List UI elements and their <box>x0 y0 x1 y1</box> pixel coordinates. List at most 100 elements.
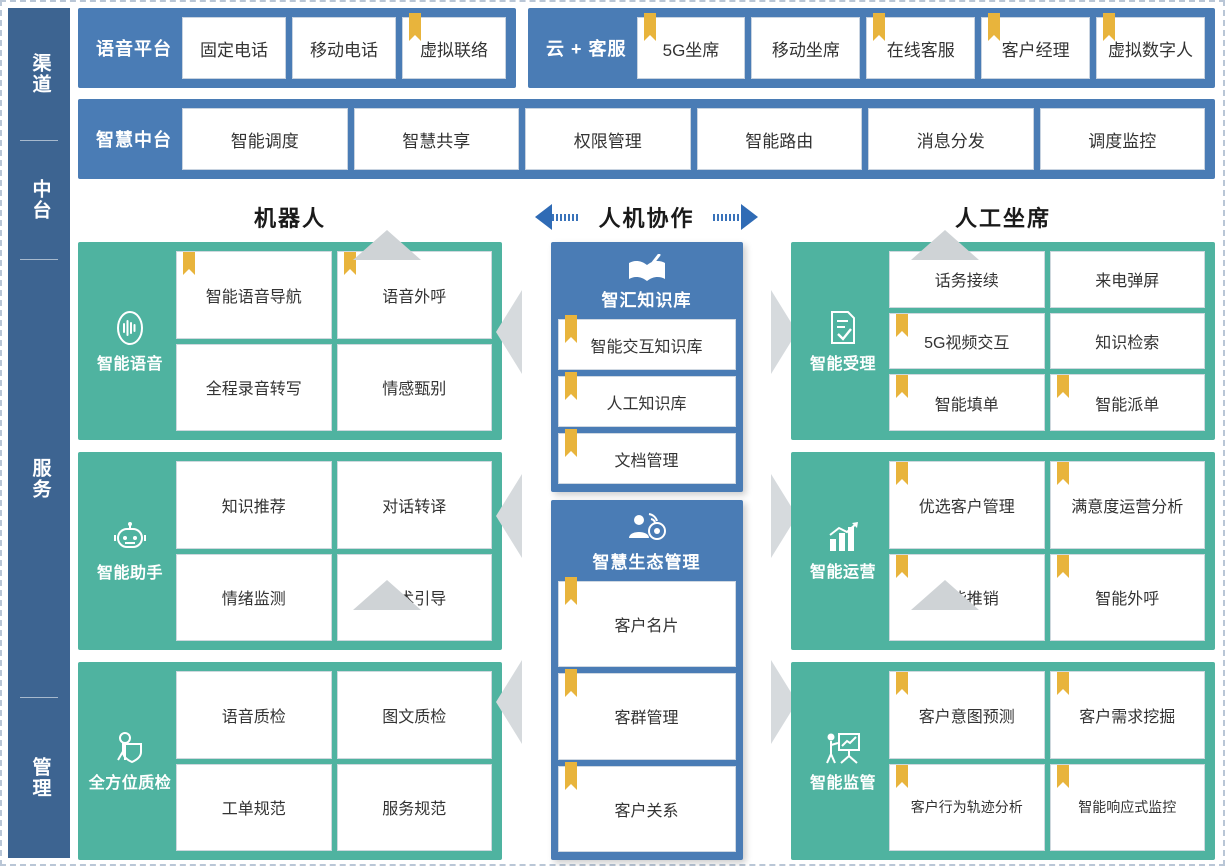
panel-intelligent-acceptance: 智能受理 话务接续 来电弹屏 5G视频交互 知识检索 <box>791 242 1215 440</box>
panel-title: 智能助手 <box>96 564 163 582</box>
cell-virtual-human[interactable]: 虚拟数字人 <box>1096 13 1205 79</box>
open-book-icon <box>626 254 668 284</box>
panel-intelligent-voice: 智能语音 智能语音导航 语音外呼 全程录音转写 情感甄别 <box>78 242 502 440</box>
bookmark-icon <box>564 315 577 343</box>
cell-5g-seat[interactable]: 5G坐席 <box>636 13 746 79</box>
bookmark-icon <box>343 251 356 275</box>
cell-mobile-phone[interactable]: 移动电话 <box>292 17 396 79</box>
tile-service-standard[interactable]: 服务规范 <box>336 763 492 851</box>
cell-message-distribution[interactable]: 消息分发 <box>868 108 1034 170</box>
item-customer-relationship[interactable]: 客户关系 <box>557 761 736 852</box>
cell-virtual-contact[interactable]: 虚拟联络 <box>402 13 506 79</box>
item-customer-group-management[interactable]: 客群管理 <box>557 669 736 760</box>
tile-satisfaction-operation-analysis[interactable]: 满意度运营分析 <box>1049 461 1205 549</box>
tile-label: 客户需求挖掘 <box>1079 708 1176 726</box>
bookmark-icon <box>564 669 577 698</box>
item-interactive-knowledge-base[interactable]: 智能交互知识库 <box>557 315 736 370</box>
tile-label: 服务规范 <box>382 801 447 819</box>
cell-dispatch-monitoring[interactable]: 调度监控 <box>1039 108 1205 170</box>
sidebar-item-management[interactable]: 管理 <box>8 698 70 858</box>
panel-header: 智能受理 <box>797 309 889 374</box>
cell-smart-routing[interactable]: 智能路由 <box>696 108 862 170</box>
tile-knowledge-retrieval[interactable]: 知识检索 <box>1049 312 1205 370</box>
tile-emotion-monitoring[interactable]: 情绪监测 <box>176 553 332 641</box>
arrow-up-icon <box>911 580 979 610</box>
tile-incoming-call-popup[interactable]: 来电弹屏 <box>1049 251 1205 308</box>
tile-customer-intent-prediction[interactable]: 客户意图预测 <box>889 671 1045 759</box>
tile-smart-dispatch-order[interactable]: 智能派单 <box>1049 374 1205 431</box>
cell-label: 虚拟数字人 <box>1108 40 1194 60</box>
tile-full-recording-transcription[interactable]: 全程录音转写 <box>176 343 332 431</box>
panel-full-quality-inspection: 全方位质检 语音质检 图文质检 工单规范 服务规范 <box>78 662 502 860</box>
bookmark-icon <box>1056 764 1069 788</box>
chevron-left-icon <box>496 474 522 558</box>
column-headers: 机器人 人机协作 人工坐席 <box>78 192 1215 242</box>
channel-row: 语音平台 固定电话 移动电话 虚拟联络 云 + 客服 <box>78 8 1215 88</box>
sidebar-item-midplatform[interactable]: 中台 <box>8 141 70 259</box>
tile-label: 智能填单 <box>934 396 999 414</box>
tile-label: 优选客户管理 <box>918 498 1015 516</box>
panel-tiles: 智能语音导航 语音外呼 全程录音转写 情感甄别 <box>176 251 492 431</box>
cell-intelligent-dispatch[interactable]: 智能调度 <box>182 108 348 170</box>
tile-text-image-quality-inspection[interactable]: 图文质检 <box>336 671 492 759</box>
bookmark-icon <box>1056 461 1069 485</box>
tile-label: 语音质检 <box>221 708 286 726</box>
cell-online-service[interactable]: 在线客服 <box>866 13 976 79</box>
tile-customer-demand-mining[interactable]: 客户需求挖掘 <box>1049 671 1205 759</box>
sidebar-divider <box>20 140 58 141</box>
tile-label: 知识检索 <box>1095 334 1160 352</box>
tile-label: 情感甄别 <box>382 381 447 399</box>
tile-5g-video-interaction[interactable]: 5G视频交互 <box>889 312 1045 370</box>
cell-label: 5G坐席 <box>662 40 720 60</box>
tile-knowledge-recommendation[interactable]: 知识推荐 <box>176 461 332 549</box>
tile-voice-quality-inspection[interactable]: 语音质检 <box>176 671 332 759</box>
item-label: 客群管理 <box>614 710 679 728</box>
tile-smart-outbound-call[interactable]: 智能外呼 <box>1049 553 1205 641</box>
bookmark-icon <box>896 375 908 399</box>
cell-account-manager[interactable]: 客户经理 <box>981 13 1091 79</box>
panel-header: 智汇知识库 <box>558 249 736 319</box>
item-label: 人工知识库 <box>606 395 687 413</box>
tile-preferred-customer-management[interactable]: 优选客户管理 <box>889 461 1045 549</box>
tile-customer-behavior-trajectory-analysis[interactable]: 客户行为轨迹分析 <box>889 763 1045 851</box>
tile-label: 话务接续 <box>934 273 999 291</box>
robot-icon <box>112 520 148 556</box>
tile-call-connection[interactable]: 话务接续 <box>889 251 1045 308</box>
tile-dialogue-translation[interactable]: 对话转译 <box>336 461 492 549</box>
panel-title: 全方位质检 <box>88 774 172 792</box>
item-document-management[interactable]: 文档管理 <box>557 429 736 484</box>
tile-emotion-identification[interactable]: 情感甄别 <box>336 343 492 431</box>
cell-smart-sharing[interactable]: 智慧共享 <box>353 108 519 170</box>
arrow-up-icon <box>353 580 421 610</box>
tile-label: 客户意图预测 <box>918 708 1015 726</box>
tile-smart-responsive-monitoring[interactable]: 智能响应式监控 <box>1049 763 1205 851</box>
cell-label: 固定电话 <box>200 40 268 60</box>
panel-items: 客户名片 客群管理 客户关系 <box>557 577 736 852</box>
item-manual-knowledge-base[interactable]: 人工知识库 <box>557 372 736 427</box>
cell-label: 权限管理 <box>573 131 642 151</box>
tile-smart-form-filling[interactable]: 智能填单 <box>889 374 1045 431</box>
cell-fixed-phone[interactable]: 固定电话 <box>182 17 286 79</box>
panel-header: 智能运营 <box>797 521 889 582</box>
left-column: 智能语音 智能语音导航 语音外呼 全程录音转写 情感甄别 <box>78 230 502 860</box>
right-column: 智能受理 话务接续 来电弹屏 5G视频交互 知识检索 <box>791 230 1215 860</box>
cloud-service-cells: 5G坐席 移动坐席 在线客服 客户经理 虚拟数字人 <box>636 13 1205 79</box>
panel-tiles: 优选客户管理 满意度运营分析 智能推销 智能外呼 <box>889 461 1205 641</box>
item-customer-card[interactable]: 客户名片 <box>557 577 736 668</box>
tile-voice-outbound[interactable]: 语音外呼 <box>336 251 492 339</box>
header-collaboration-group: 人机协作 <box>502 201 791 233</box>
header-robot: 机器人 <box>78 201 502 233</box>
tile-work-order-standard[interactable]: 工单规范 <box>176 763 332 851</box>
panel-tiles: 语音质检 图文质检 工单规范 服务规范 <box>176 671 492 851</box>
sidebar-item-channel[interactable]: 渠道 <box>8 8 70 140</box>
cell-label: 消息分发 <box>916 131 985 151</box>
item-label: 文档管理 <box>614 452 679 470</box>
tile-smart-voice-navigation[interactable]: 智能语音导航 <box>176 251 332 339</box>
sidebar-item-service[interactable]: 服务 <box>8 260 70 697</box>
header-label: 人工坐席 <box>954 206 1051 231</box>
bookmark-icon <box>896 461 908 485</box>
arrow-up-icon <box>911 230 979 260</box>
cell-mobile-seat[interactable]: 移动坐席 <box>751 17 861 79</box>
cell-permission-management[interactable]: 权限管理 <box>525 108 691 170</box>
cell-label: 智慧共享 <box>402 131 471 151</box>
